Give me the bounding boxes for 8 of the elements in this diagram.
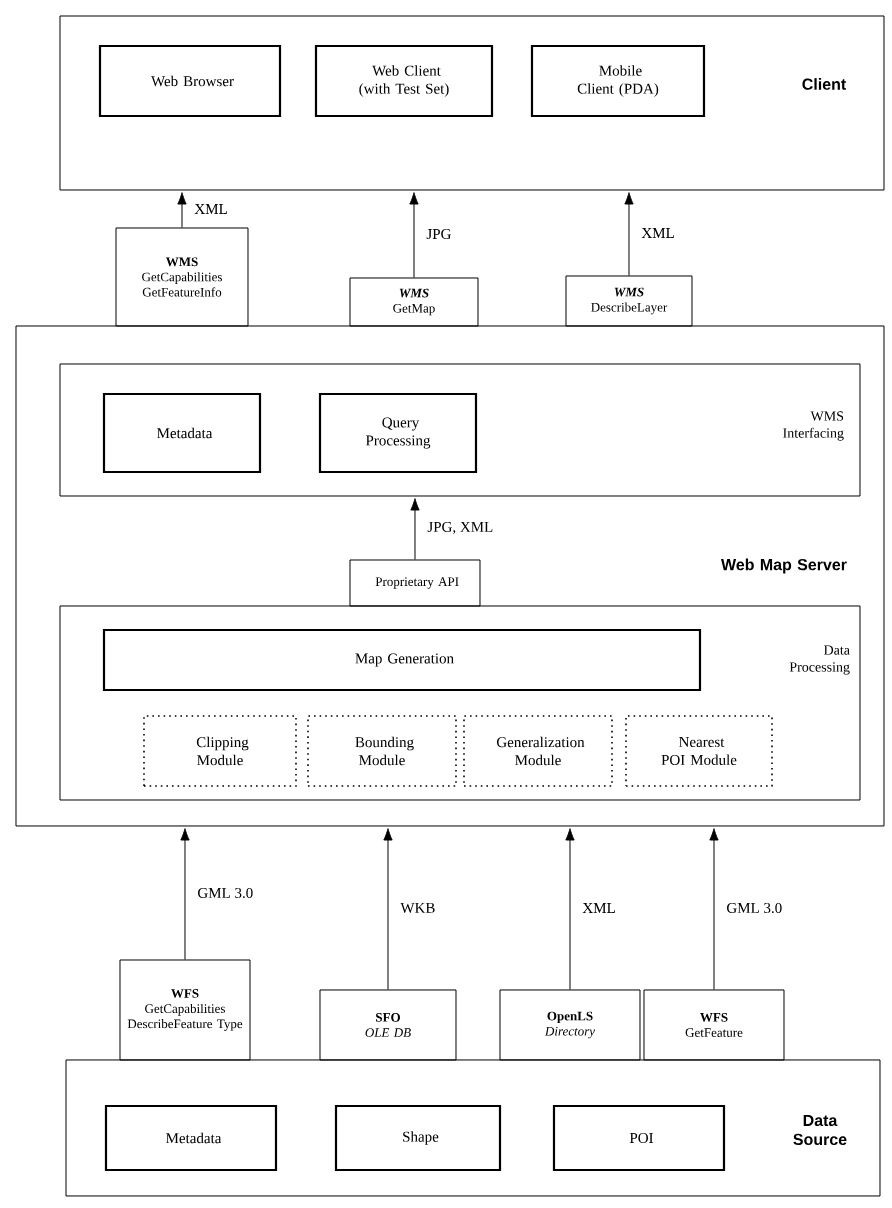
arrow — [409, 192, 419, 278]
arrow — [177, 192, 187, 228]
arrow — [383, 828, 393, 990]
arrow — [565, 828, 575, 990]
arrow — [180, 828, 190, 960]
arrow — [709, 828, 719, 990]
arrow — [410, 498, 420, 560]
arrow — [624, 192, 634, 276]
